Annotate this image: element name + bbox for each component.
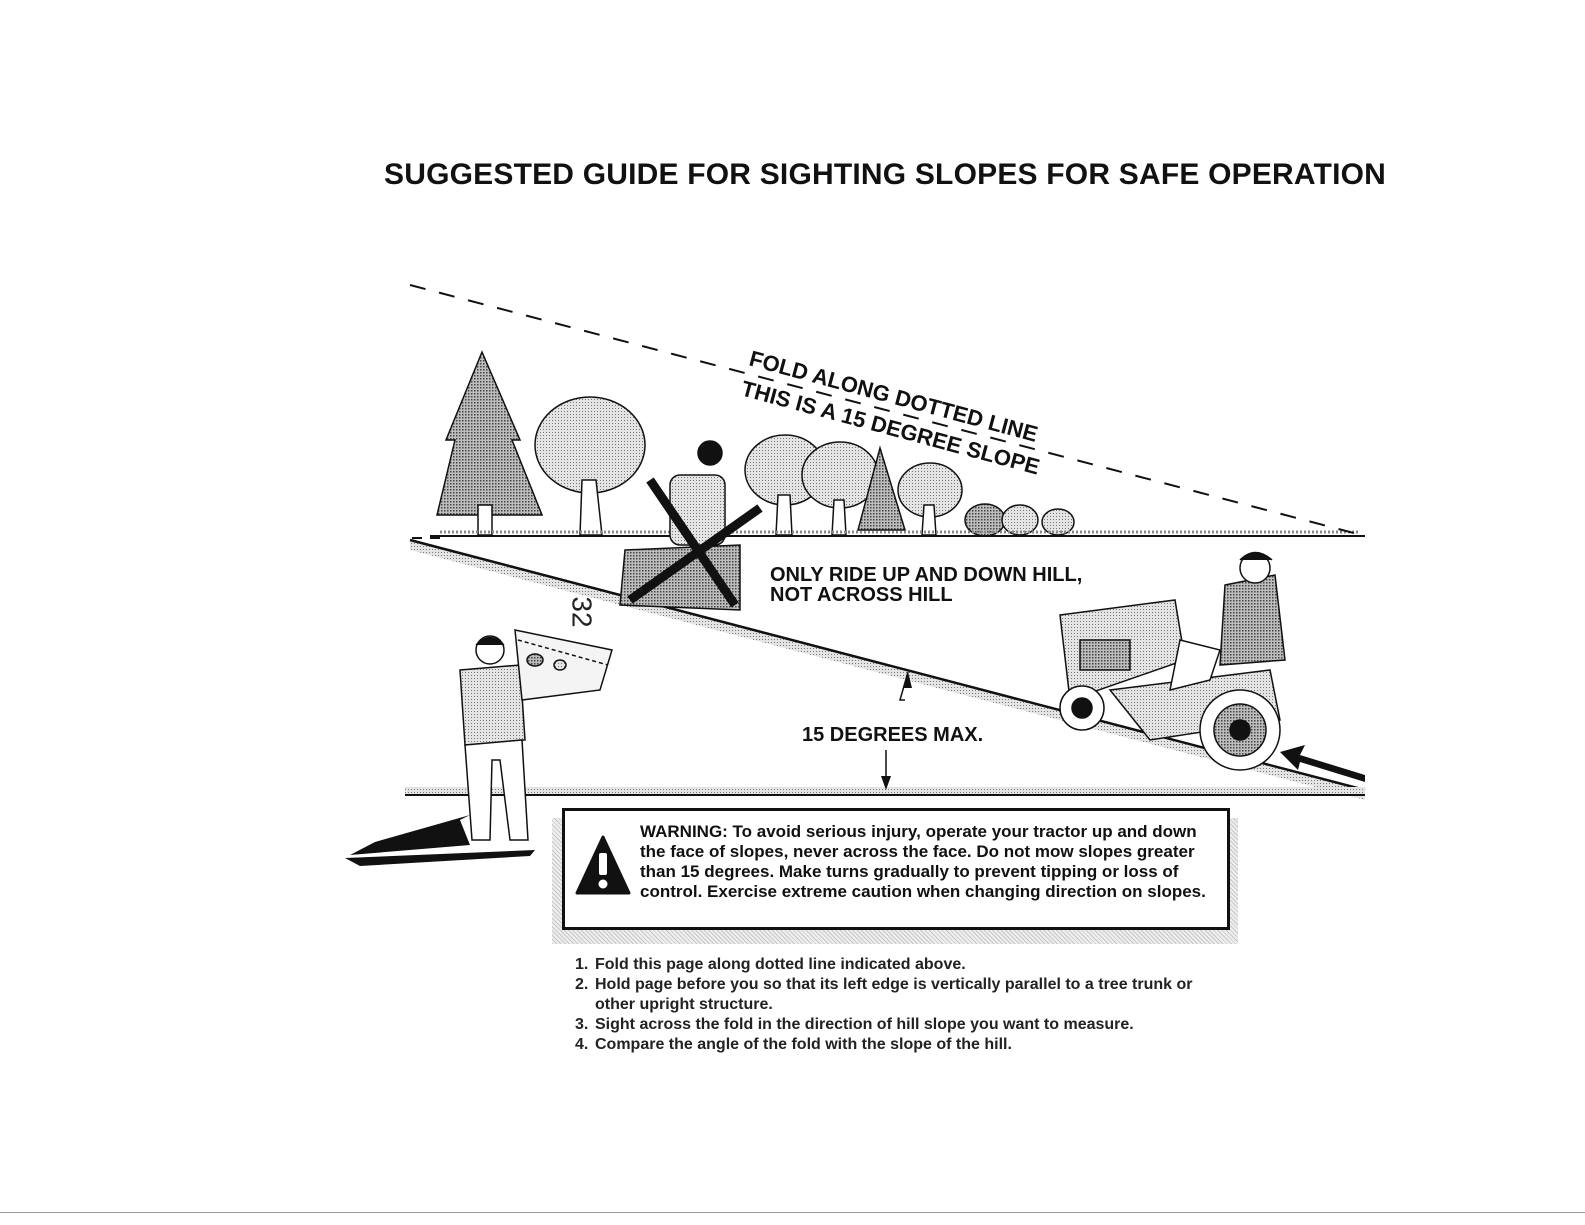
warning-text: WARNING: To avoid serious injury, operat…: [640, 822, 1206, 901]
pine-tree-icon: [436, 350, 544, 516]
across-hill-tractor-icon: [619, 440, 763, 611]
page-bottom-rule: [0, 1212, 1585, 1213]
max-angle-label: 15 DEGREES MAX.: [802, 724, 984, 746]
instruction-list: 1.Fold this page along dotted line indic…: [575, 955, 1235, 1055]
ride-line-1: ONLY RIDE UP AND DOWN HILL,: [770, 564, 1083, 586]
list-item: 1.Fold this page along dotted line indic…: [575, 956, 966, 973]
uphill-tractor-icon: [1059, 551, 1286, 771]
uphill-arrow-icon: [1280, 745, 1365, 782]
tree-group: [436, 350, 1075, 537]
round-tree-icon: [534, 396, 646, 494]
ride-line-2: NOT ACROSS HILL: [770, 584, 953, 606]
fold-dotted-line: [409, 284, 1366, 537]
list-item: 2.Hold page before you so that its left …: [575, 976, 1193, 1013]
list-item: 4.Compare the angle of the fold with the…: [575, 1036, 1012, 1053]
ride-instruction: ONLY RIDE UP AND DOWN HILL, NOT ACROSS H…: [770, 565, 1082, 605]
list-item: 3.Sight across the fold in the direction…: [575, 1016, 1134, 1033]
warning-triangle-icon: [575, 835, 631, 895]
person-sighting-icon: [459, 629, 613, 841]
page-title: SUGGESTED GUIDE FOR SIGHTING SLOPES FOR …: [384, 158, 1387, 191]
warning-box: WARNING: To avoid serious injury, operat…: [562, 808, 1230, 930]
shadow-arrow-icon: [350, 815, 470, 855]
